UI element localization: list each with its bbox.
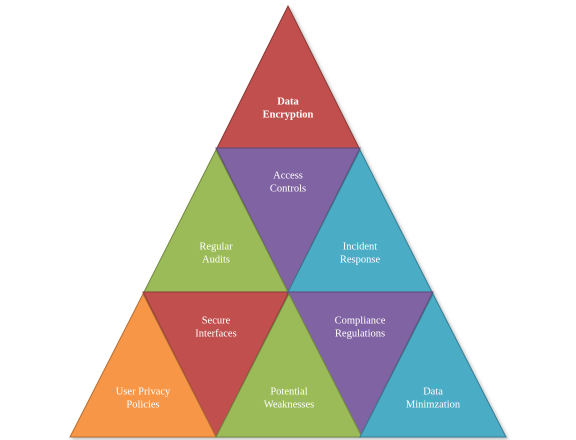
triangle-label-line: Secure <box>202 316 231 327</box>
triangle-t7 <box>69 292 217 438</box>
triangle-label-line: Response <box>340 255 381 266</box>
triangle-label-line: Regulations <box>335 329 385 340</box>
triangle-label-line: Encryption <box>263 110 314 121</box>
triangle-label-line: Minimzation <box>406 400 461 411</box>
triangle-t9 <box>359 292 507 438</box>
triangle-label-line: Audits <box>202 255 230 266</box>
triangle-label-line: Access <box>273 171 303 182</box>
triangle-label-line: User Privacy <box>116 387 171 398</box>
triangle-label-line: Data <box>277 97 299 108</box>
triangle-t8 <box>215 292 363 438</box>
triangle-label-line: Controls <box>270 184 306 195</box>
triangle-label-line: Policies <box>126 400 159 411</box>
triangle-label-line: Incident <box>343 242 377 253</box>
triangle-t1 <box>215 4 361 151</box>
triangle-label-line: Potential <box>270 387 307 398</box>
triangle-label-line: Interfaces <box>195 329 236 340</box>
triangle-label-line: Data <box>423 387 443 398</box>
triangle-label-line: Regular <box>199 242 233 253</box>
triangle-label-line: Compliance <box>335 316 386 327</box>
triangle-label-line: Weaknesses <box>264 400 314 411</box>
